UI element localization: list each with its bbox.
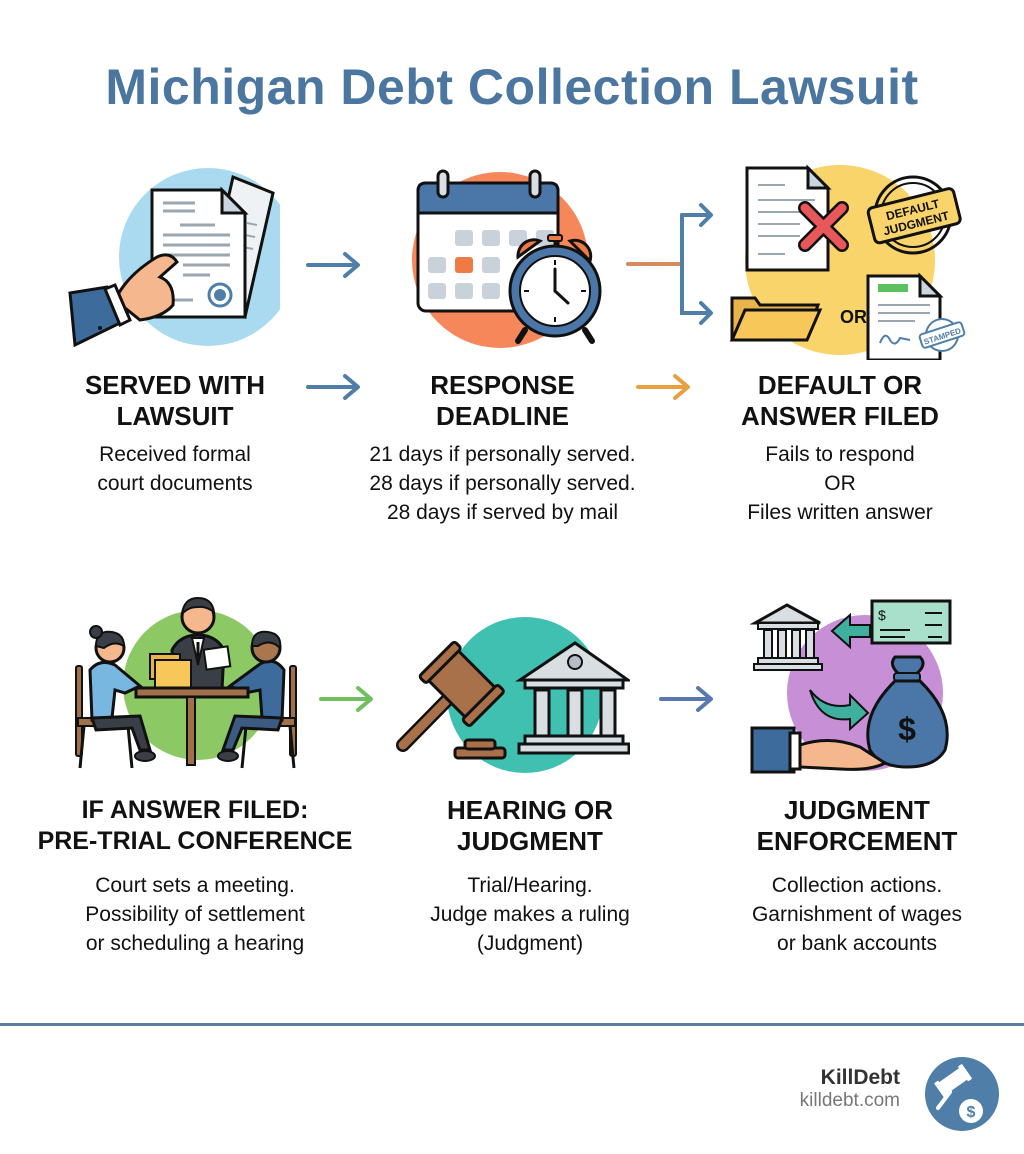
footer-divider <box>0 1023 1024 1026</box>
hand-holding-documents-icon <box>68 168 280 348</box>
arrow-right-icon <box>319 686 373 712</box>
arrow-right-icon <box>636 374 690 400</box>
arrow-right-icon <box>659 686 713 712</box>
step-title: IF ANSWER FILED:PRE-TRIAL CONFERENCE <box>37 796 353 855</box>
bank-money-bag-icon: $ $ <box>750 599 952 774</box>
calendar-alarm-clock-icon <box>412 169 602 348</box>
page-title: Michigan Debt Collection Lawsuit <box>105 59 919 115</box>
or-label: OR <box>840 307 867 327</box>
arrow-right-icon <box>306 374 360 400</box>
step-description: Court sets a meeting.Possibility of sett… <box>85 874 305 955</box>
arrow-right-icon <box>306 252 360 278</box>
logo-dollar-sign: $ <box>967 1104 976 1121</box>
step-description: 21 days if personally served.28 days if … <box>369 443 636 524</box>
bag-dollar-sign: $ <box>898 711 916 747</box>
step-pre-trial-conference: IF ANSWER FILED:PRE-TRIAL CONFERENCE Cou… <box>15 795 375 958</box>
footer-brand: KillDebt killdebt.com <box>800 1066 900 1112</box>
gavel-courthouse-icon <box>396 617 630 773</box>
brand-name: KillDebt <box>820 1066 900 1089</box>
default-or-answer-icon: DEFAULT JUDGMENT OR STAMPED <box>729 164 966 360</box>
meeting-table-icon <box>75 596 297 769</box>
step-description: Trial/Hearing.Judge makes a ruling(Judgm… <box>430 874 630 955</box>
killdebt-logo-icon: $ <box>925 1057 999 1131</box>
check-dollar-sign: $ <box>878 607 886 623</box>
branch-arrow-icon <box>626 203 713 325</box>
brand-url[interactable]: killdebt.com <box>799 1090 900 1111</box>
